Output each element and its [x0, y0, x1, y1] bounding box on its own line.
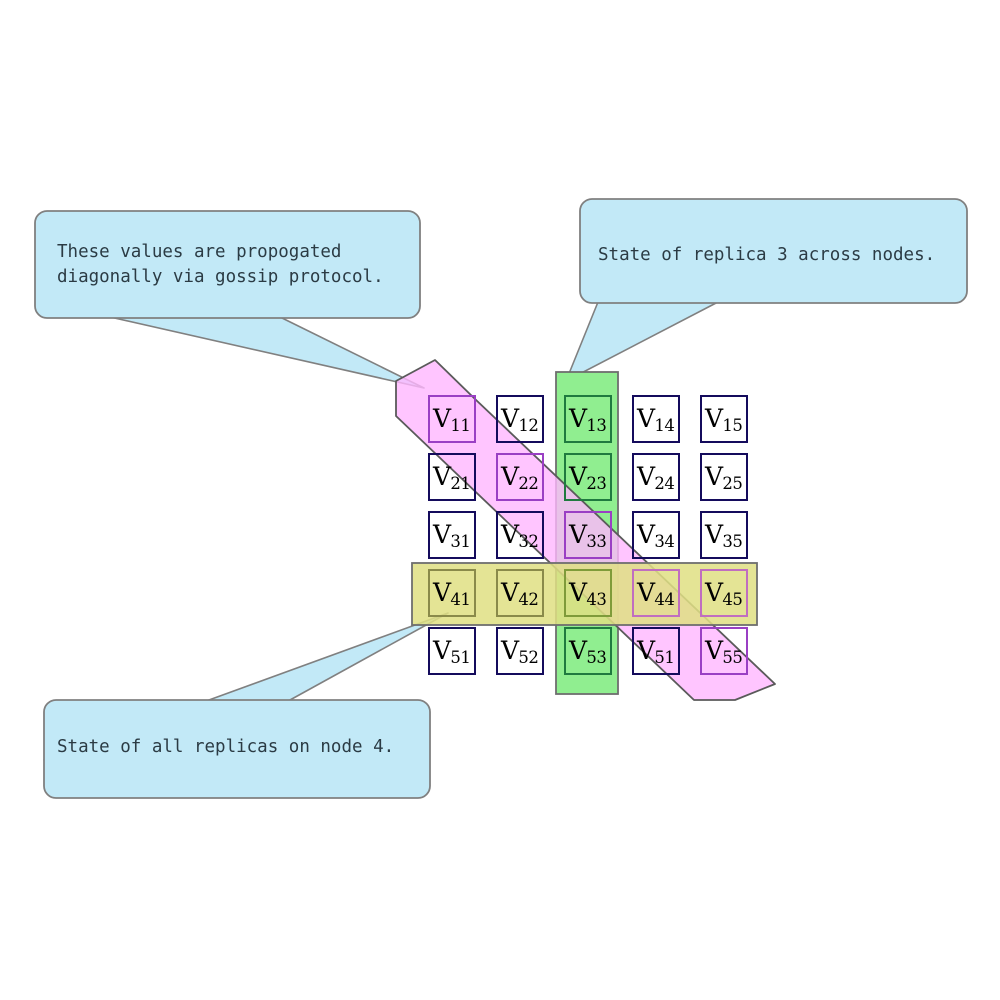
grid-cell-subscript: 21: [450, 474, 471, 494]
grid-cell-label: V51: [432, 635, 471, 668]
grid-cell-subscript: 15: [722, 416, 743, 436]
node-4-row-band[interactable]: [411, 562, 758, 626]
grid-cell-subscript: 25: [722, 474, 743, 494]
grid-cell-label: V12: [500, 403, 539, 436]
grid-cell-label: V41: [432, 577, 471, 610]
grid-cell-v15[interactable]: V15: [700, 395, 748, 443]
grid-cell-subscript: 31: [450, 532, 471, 552]
grid-cell-subscript: 35: [722, 532, 743, 552]
grid-cell-label: V45: [704, 577, 743, 610]
grid-cell-subscript: 44: [654, 590, 675, 610]
grid-cell-label: V14: [636, 403, 675, 436]
grid-cell-subscript: 24: [654, 474, 675, 494]
grid-cell-v35[interactable]: V35: [700, 511, 748, 559]
grid-cell-subscript: 51: [450, 648, 471, 668]
grid-cell-label: V51: [636, 635, 675, 668]
grid-cell-label: V15: [704, 403, 743, 436]
grid-cell-subscript: 22: [518, 474, 539, 494]
grid-cell-v21[interactable]: V21: [428, 453, 476, 501]
grid-cell-subscript: 42: [518, 590, 539, 610]
grid-cell-subscript: 33: [586, 532, 607, 552]
grid-cell-v44[interactable]: V44: [632, 569, 680, 617]
grid-cell-v52[interactable]: V52: [496, 627, 544, 675]
grid-cell-v23[interactable]: V23: [564, 453, 612, 501]
grid-cell-label: V32: [500, 519, 539, 552]
grid-cell-subscript: 55: [722, 648, 743, 668]
grid-cell-v31[interactable]: V31: [428, 511, 476, 559]
grid-cell-label: V33: [568, 519, 607, 552]
grid-cell-subscript: 34: [654, 532, 675, 552]
grid-cell-label: V55: [704, 635, 743, 668]
grid-cell-subscript: 13: [586, 416, 607, 436]
grid-cell-label: V53: [568, 635, 607, 668]
grid-cell-subscript: 41: [450, 590, 471, 610]
grid-cell-label: V25: [704, 461, 743, 494]
callout-box-gossip-diagonal[interactable]: [34, 210, 421, 319]
callout-box-node-4[interactable]: [43, 699, 431, 799]
grid-cell-v34[interactable]: V34: [632, 511, 680, 559]
grid-cell-v51[interactable]: V51: [428, 627, 476, 675]
grid-cell-label: V23: [568, 461, 607, 494]
grid-cell-subscript: 23: [586, 474, 607, 494]
grid-cell-subscript: 45: [722, 590, 743, 610]
grid-cell-label: V22: [500, 461, 539, 494]
grid-cell-subscript: 43: [586, 590, 607, 610]
grid-cell-v55[interactable]: V55: [700, 627, 748, 675]
grid-cell-label: V11: [432, 403, 471, 436]
grid-cell-subscript: 11: [450, 416, 471, 436]
grid-cell-v11[interactable]: V11: [428, 395, 476, 443]
grid-cell-label: V34: [636, 519, 675, 552]
grid-cell-label: V31: [432, 519, 471, 552]
grid-cell-subscript: 32: [518, 532, 539, 552]
grid-cell-label: V35: [704, 519, 743, 552]
grid-cell-v32[interactable]: V32: [496, 511, 544, 559]
grid-cell-v33[interactable]: V33: [564, 511, 612, 559]
callout-box-replica-3[interactable]: [579, 198, 968, 304]
grid-cell-label: V52: [500, 635, 539, 668]
grid-cell-v12[interactable]: V12: [496, 395, 544, 443]
grid-cell-label: V43: [568, 577, 607, 610]
callout-tail-gossip-diagonal: [109, 316, 425, 389]
grid-cell-v43[interactable]: V43: [564, 569, 612, 617]
grid-cell-subscript: 12: [518, 416, 539, 436]
grid-cell-v51[interactable]: V51: [632, 627, 680, 675]
grid-cell-v25[interactable]: V25: [700, 453, 748, 501]
grid-cell-v24[interactable]: V24: [632, 453, 680, 501]
grid-cell-subscript: 52: [518, 648, 539, 668]
grid-cell-v41[interactable]: V41: [428, 569, 476, 617]
grid-cell-label: V42: [500, 577, 539, 610]
grid-cell-subscript: 51: [654, 648, 675, 668]
grid-cell-label: V13: [568, 403, 607, 436]
grid-cell-label: V44: [636, 577, 675, 610]
grid-cell-label: V24: [636, 461, 675, 494]
grid-cell-v42[interactable]: V42: [496, 569, 544, 617]
grid-cell-subscript: 53: [586, 648, 607, 668]
grid-cell-subscript: 14: [654, 416, 675, 436]
grid-cell-v14[interactable]: V14: [632, 395, 680, 443]
callout-tail-replica-3: [565, 301, 719, 382]
grid-cell-v13[interactable]: V13: [564, 395, 612, 443]
grid-cell-label: V21: [432, 461, 471, 494]
grid-cell-v45[interactable]: V45: [700, 569, 748, 617]
grid-cell-v22[interactable]: V22: [496, 453, 544, 501]
grid-cell-v53[interactable]: V53: [564, 627, 612, 675]
